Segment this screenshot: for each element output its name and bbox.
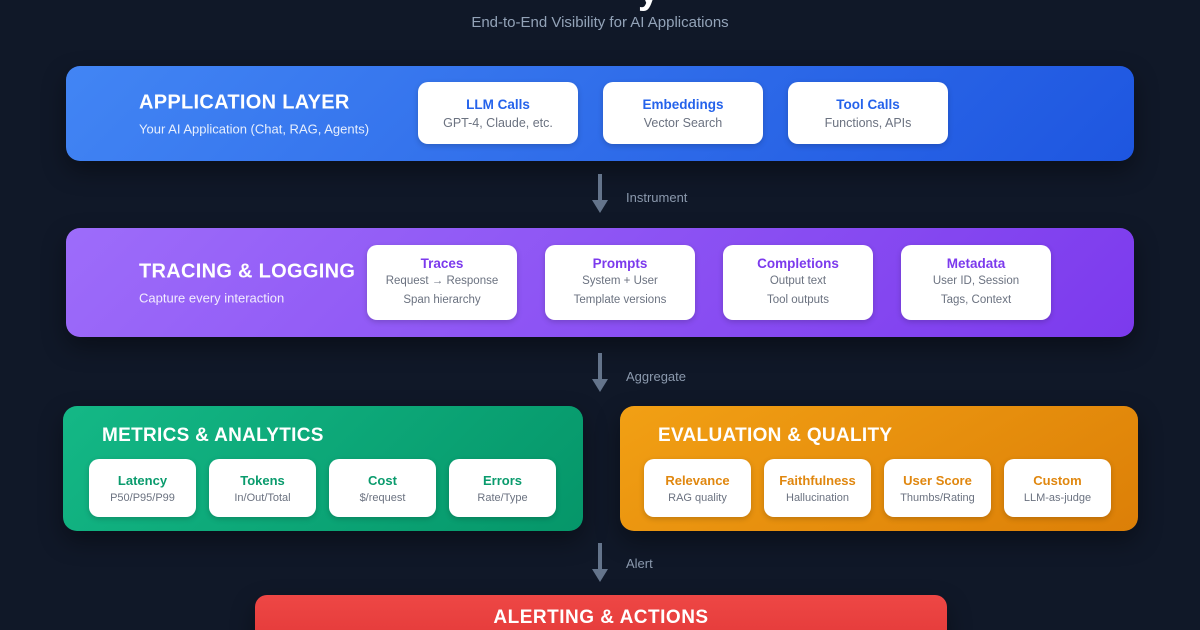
card-detail: Tags, Context <box>940 294 1012 306</box>
card-title: Metadata <box>946 256 1006 272</box>
card-title: Errors <box>482 472 523 488</box>
card-detail: System + User <box>582 275 658 288</box>
layer-application-subtitle: Your AI Application (Chat, RAG, Agents) <box>139 121 370 136</box>
card-detail: Functions, APIs <box>824 115 912 130</box>
card-title: User Score <box>903 472 972 488</box>
card-title: Relevance <box>665 472 730 488</box>
card-detail: LLM-as-judge <box>1023 491 1092 504</box>
arrow-label-aggregate: Aggregate <box>626 369 686 384</box>
page-subtitle: End-to-End Visibility for AI Application… <box>471 14 729 31</box>
card-title: Tool Calls <box>836 96 900 112</box>
card-metadata: Metadata User ID, Session Tags, Context <box>901 245 1051 320</box>
card-title: Completions <box>757 256 839 272</box>
card-title: Latency <box>117 472 168 488</box>
arrow-down-icon <box>592 379 608 392</box>
layer-metrics-title: METRICS & ANALYTICS <box>102 425 324 446</box>
card-detail: In/Out/Total <box>234 491 291 504</box>
layer-application-header: APPLICATION LAYER Your AI Application (C… <box>139 91 369 136</box>
card-detail: Vector Search <box>643 115 723 130</box>
card-detail: User ID, Session <box>932 275 1020 288</box>
arrow-label-instrument: Instrument <box>626 190 688 205</box>
card-title: Cost <box>368 472 397 488</box>
card-title: Tokens <box>240 472 285 488</box>
card-title: Traces <box>420 256 464 272</box>
card-latency: Latency P50/P95/P99 <box>89 459 196 517</box>
arrow-down-icon <box>598 543 602 569</box>
card-completions: Completions Output text Tool outputs <box>723 245 873 320</box>
layer-tracing-header: TRACING & LOGGING Capture every interact… <box>139 260 355 305</box>
card-detail: Output text <box>769 275 827 288</box>
card-detail: Rate/Type <box>477 491 528 504</box>
card-faithfulness: Faithfulness Hallucination <box>764 459 871 517</box>
card-prompts: Prompts System + User Template versions <box>545 245 695 320</box>
card-title: Faithfulness <box>779 472 856 488</box>
layer-application-title: APPLICATION LAYER <box>139 91 350 113</box>
card-detail: RAG quality <box>668 491 727 504</box>
layer-tracing: TRACING & LOGGING Capture every interact… <box>66 228 1134 337</box>
arrow-down-icon <box>592 200 608 213</box>
card-detail: Hallucination <box>786 491 849 504</box>
page-title-clipped: y <box>638 0 659 10</box>
layer-tracing-subtitle: Capture every interaction <box>139 290 285 305</box>
arrow-label-alert: Alert <box>626 556 653 571</box>
card-errors: Errors Rate/Type <box>449 459 556 517</box>
card-detail: $/request <box>359 491 406 504</box>
card-llm-calls: LLM Calls GPT-4, Claude, etc. <box>418 82 578 144</box>
card-traces: Traces Request → Response Span hierarchy <box>367 245 517 320</box>
card-title: Custom <box>1033 472 1082 488</box>
card-detail: Request → Response <box>385 275 499 288</box>
card-embeddings: Embeddings Vector Search <box>603 82 763 144</box>
card-detail: Span hierarchy <box>403 294 481 306</box>
layer-evaluation-title: EVALUATION & QUALITY <box>658 425 893 446</box>
card-detail: Template versions <box>573 294 667 306</box>
card-detail: GPT-4, Claude, etc. <box>443 115 553 130</box>
layer-tracing-title: TRACING & LOGGING <box>139 260 356 282</box>
card-relevance: Relevance RAG quality <box>644 459 751 517</box>
card-cost: Cost $/request <box>329 459 436 517</box>
card-title: Prompts <box>592 256 648 272</box>
card-tokens: Tokens In/Out/Total <box>209 459 316 517</box>
card-title: Embeddings <box>642 96 724 112</box>
arrow-down-icon <box>598 174 602 200</box>
card-tool-calls: Tool Calls Functions, APIs <box>788 82 948 144</box>
layer-evaluation: EVALUATION & QUALITY Relevance RAG quali… <box>620 406 1138 531</box>
card-user-score: User Score Thumbs/Rating <box>884 459 991 517</box>
arrow-down-icon <box>598 353 602 379</box>
card-detail: Thumbs/Rating <box>900 491 975 504</box>
card-detail: P50/P95/P99 <box>110 491 175 504</box>
card-detail: Tool outputs <box>766 294 829 306</box>
card-custom: Custom LLM-as-judge <box>1004 459 1111 517</box>
arrow-down-icon <box>592 569 608 582</box>
card-title: LLM Calls <box>466 96 530 112</box>
layer-alerting: ALERTING & ACTIONS <box>255 595 947 630</box>
layer-application: APPLICATION LAYER Your AI Application (C… <box>66 66 1134 161</box>
layer-alerting-title: ALERTING & ACTIONS <box>493 607 709 628</box>
layer-metrics: METRICS & ANALYTICS Latency P50/P95/P99 … <box>63 406 583 531</box>
